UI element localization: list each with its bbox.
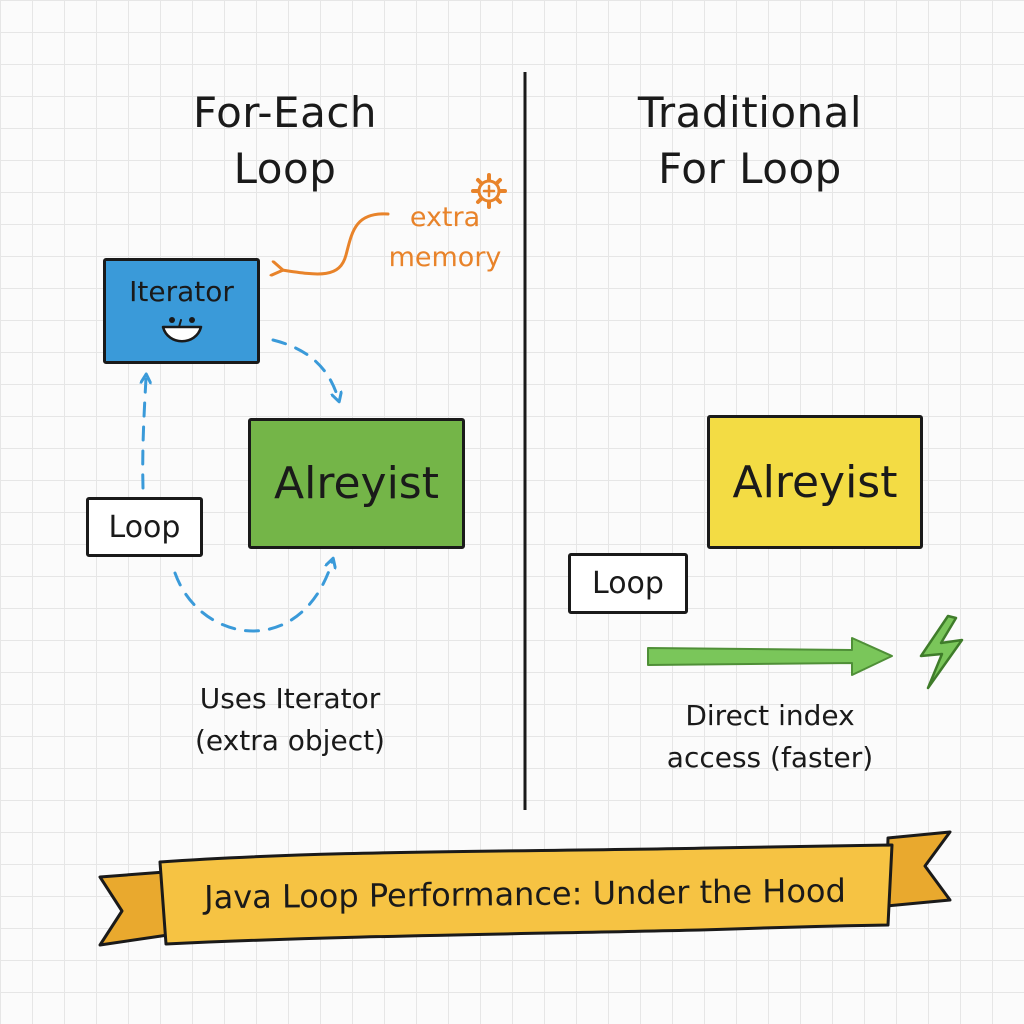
left-loop-label: Loop (108, 509, 181, 545)
extra-memory-pointer (282, 212, 390, 274)
column-divider (523, 71, 528, 811)
extra-memory-note-line2: memory (388, 242, 502, 273)
right-loop-box: Loop (568, 553, 688, 614)
loop-to-iterator-arrow (143, 378, 146, 490)
right-array-label: Alreyist (732, 456, 898, 508)
right-caption: Direct index access (faster) (620, 695, 920, 779)
left-caption-line2: (extra object) (195, 724, 385, 757)
right-caption-line1: Direct index (685, 699, 855, 732)
iterator-label: Iterator (129, 275, 234, 308)
smiley-face-icon (161, 317, 202, 343)
traditional-heading-line2: For Loop (658, 144, 842, 193)
left-loop-box: Loop (86, 497, 203, 557)
left-caption-line1: Uses Iterator (199, 682, 381, 715)
banner-title: Java Loop Performance: Under the Hood (203, 871, 847, 917)
extra-memory-note: extra memory (380, 198, 510, 278)
for-each-heading-line2: Loop (233, 144, 337, 193)
traditional-heading: Traditional For Loop (590, 85, 910, 197)
right-loop-label: Loop (592, 566, 664, 601)
left-caption: Uses Iterator (extra object) (140, 678, 440, 762)
right-array-box: Alreyist (707, 415, 923, 549)
traditional-heading-line1: Traditional (637, 88, 863, 137)
extra-memory-note-line1: extra (409, 202, 481, 233)
iterator-box: Iterator (103, 258, 260, 364)
lightning-bolt-icon (919, 614, 964, 690)
right-caption-line2: access (faster) (666, 741, 874, 774)
direct-access-arrow (647, 637, 893, 676)
left-array-label: Alreyist (274, 458, 439, 509)
banner-ribbon (98, 830, 952, 947)
left-array-box: Alreyist (248, 418, 465, 549)
cycle-bottom-arrow (173, 562, 332, 633)
for-each-heading: For-Each Loop (130, 85, 440, 197)
iterator-to-array-arrow (271, 338, 338, 398)
for-each-heading-line1: For-Each (192, 88, 378, 137)
gear-plus-icon (471, 173, 507, 209)
